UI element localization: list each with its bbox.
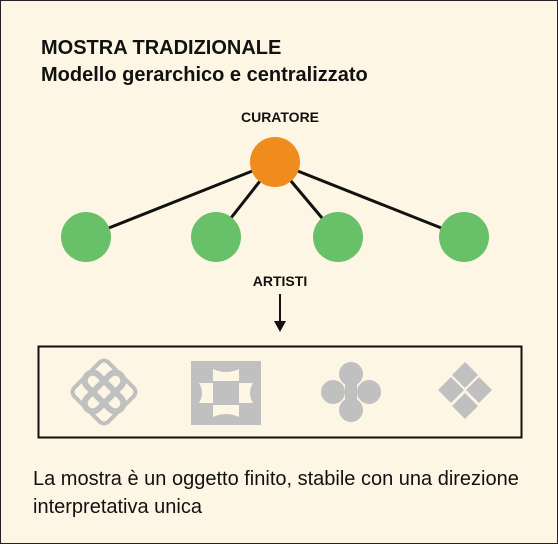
connector-curator-artist-4 [274, 160, 465, 239]
four-petal-flower-icon [321, 362, 381, 422]
arrow-down-icon [274, 321, 286, 332]
diagram-caption: La mostra è un oggetto finito, stabile c… [33, 468, 519, 518]
exhibition-box [37, 345, 523, 439]
interlaced-knot-icon [70, 358, 138, 426]
connector-curator-artist-1 [85, 160, 276, 239]
curator-label: CURATORE [240, 109, 320, 125]
artists-label: ARTISTI [252, 273, 308, 289]
artist-node-3 [313, 212, 363, 262]
artist-node-4 [439, 212, 489, 262]
checkerboard-icon [191, 361, 261, 425]
diagram-subtitle: Modello gerarchico e centralizzato [41, 64, 368, 86]
artist-node-2 [191, 212, 241, 262]
diamond-cluster-icon [438, 362, 492, 419]
curator-node [250, 137, 300, 187]
diagram-title: MOSTRA TRADIZIONALE [41, 37, 282, 59]
artist-node-1 [61, 212, 111, 262]
